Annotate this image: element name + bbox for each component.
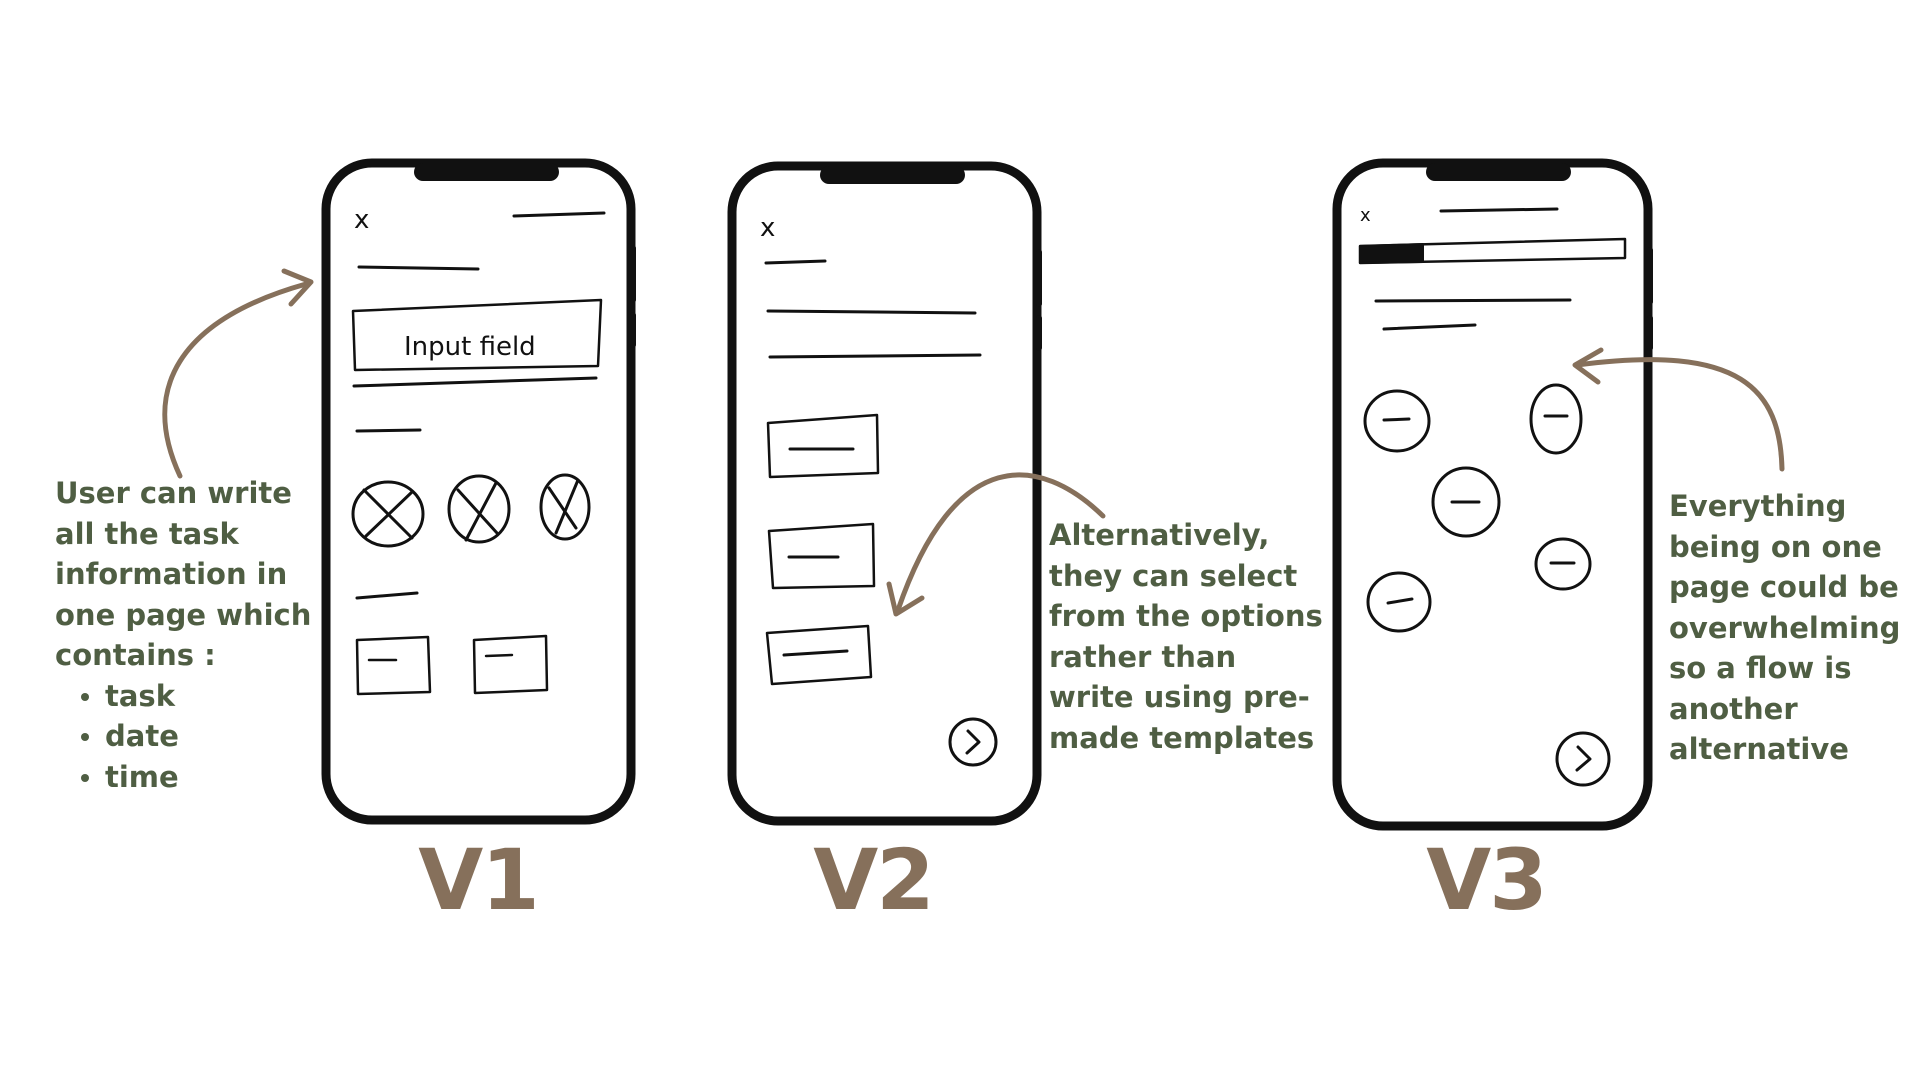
phone-v1-notch	[414, 163, 559, 181]
phone-v2-notch	[820, 166, 965, 184]
phone-v2-template-3[interactable]	[765, 624, 873, 686]
v2-annotation-line: they can select	[1049, 558, 1298, 593]
phone-v1-option-circles	[351, 473, 591, 548]
version-label-v2: V2	[813, 831, 934, 929]
bullet-item: task	[80, 676, 311, 717]
phone-v1-label-line	[357, 265, 480, 271]
phone-v3-question-line-2	[1382, 323, 1477, 331]
arrowhead-icon-v3	[1572, 347, 1604, 385]
phone-v2-frame	[727, 161, 1042, 826]
v3-annotation-line: Everything	[1669, 489, 1847, 523]
version-label-v3: V3	[1426, 831, 1547, 929]
phone-v3-chevron-right-icon	[1575, 745, 1592, 772]
phone-v1: x Input field	[321, 158, 636, 825]
phone-v2-label-line	[764, 259, 827, 265]
v1-annotation-line: all the task	[55, 516, 239, 551]
phone-v1-close-icon[interactable]: x	[354, 205, 369, 235]
phone-v1-date-box[interactable]	[355, 635, 432, 696]
phone-v3-progress-fill	[1359, 243, 1424, 264]
phone-v3-option-5[interactable]	[1366, 571, 1432, 633]
phone-v2: x	[727, 161, 1042, 826]
v3-annotation-line: overwhelming	[1669, 610, 1901, 645]
bullet-item: date	[80, 716, 311, 757]
v1-annotation-line: information in	[55, 557, 288, 591]
phone-v2-next-button[interactable]	[948, 717, 998, 767]
v3-annotation-line: so a flow is	[1669, 651, 1852, 685]
arrowhead-icon-v1	[281, 268, 314, 307]
phone-v2-chevron-right-icon	[965, 729, 981, 755]
phone-v3-title-line	[1439, 207, 1559, 213]
phone-v2-title-line	[766, 309, 977, 315]
phone-v1-time-box[interactable]	[472, 634, 549, 695]
v1-annotation-bullets: task date time	[55, 676, 311, 798]
phone-v3-next-button[interactable]	[1555, 731, 1611, 787]
v2-annotation: Alternatively, they can select from the …	[1049, 515, 1323, 758]
v3-annotation-line: being on one	[1669, 529, 1882, 564]
v3-annotation-line: another	[1669, 691, 1798, 726]
phone-v1-section-line-2	[355, 591, 419, 600]
v2-annotation-line: from the options	[1049, 599, 1323, 633]
phone-v3: x	[1332, 158, 1653, 831]
curved-arrow-icon-v1	[162, 281, 309, 479]
phone-v1-input-box[interactable]	[351, 298, 603, 372]
phone-v2-template-1[interactable]	[766, 413, 880, 479]
phone-v3-option-1[interactable]	[1363, 389, 1431, 453]
v3-annotation: Everything being on one page could be ov…	[1669, 486, 1900, 770]
v3-annotation-line: page could be	[1669, 570, 1899, 604]
v1-annotation-line: one page which	[55, 597, 312, 632]
v3-annotation-line: alternative	[1669, 732, 1849, 766]
phone-v2-template-2[interactable]	[767, 522, 876, 590]
phone-v1-option-b-icon[interactable]	[447, 474, 511, 544]
v1-annotation: User can write all the task information …	[55, 473, 311, 797]
phone-v2-subtitle-line	[768, 353, 982, 359]
phone-v1-input-underline	[352, 376, 598, 388]
bullet-item: time	[80, 757, 311, 798]
phone-v1-option-c-icon[interactable]	[539, 473, 591, 541]
phone-v3-question-line	[1374, 298, 1572, 303]
phone-v3-option-2[interactable]	[1529, 383, 1583, 455]
phone-v1-title-line	[512, 211, 606, 218]
v1-annotation-line: contains :	[55, 638, 216, 672]
phone-v3-option-4[interactable]	[1534, 537, 1592, 591]
v1-annotation-line: User can write	[55, 476, 292, 510]
arrowhead-icon-v2	[886, 581, 925, 617]
v2-annotation-line: made templates	[1049, 720, 1315, 755]
phone-v3-notch	[1426, 163, 1571, 181]
phone-v1-option-a-icon[interactable]	[351, 480, 425, 548]
phone-v1-input-label: Input field	[404, 332, 536, 362]
v2-annotation-line: rather than	[1049, 639, 1237, 674]
version-label-v1: V1	[418, 831, 539, 929]
phone-v3-close-icon[interactable]: x	[1360, 205, 1371, 226]
phone-v1-section-line	[355, 428, 422, 433]
phone-v3-option-3[interactable]	[1431, 466, 1501, 538]
v2-annotation-line: Alternatively,	[1049, 518, 1270, 552]
phone-v2-close-icon[interactable]: x	[760, 213, 775, 243]
curved-arrow-icon-v2	[895, 472, 1106, 613]
v2-annotation-line: write using pre-	[1049, 680, 1310, 714]
annotation-arrows	[162, 268, 1785, 617]
phone-v3-options	[1363, 383, 1592, 633]
curved-arrow-icon-v3	[1574, 357, 1785, 472]
